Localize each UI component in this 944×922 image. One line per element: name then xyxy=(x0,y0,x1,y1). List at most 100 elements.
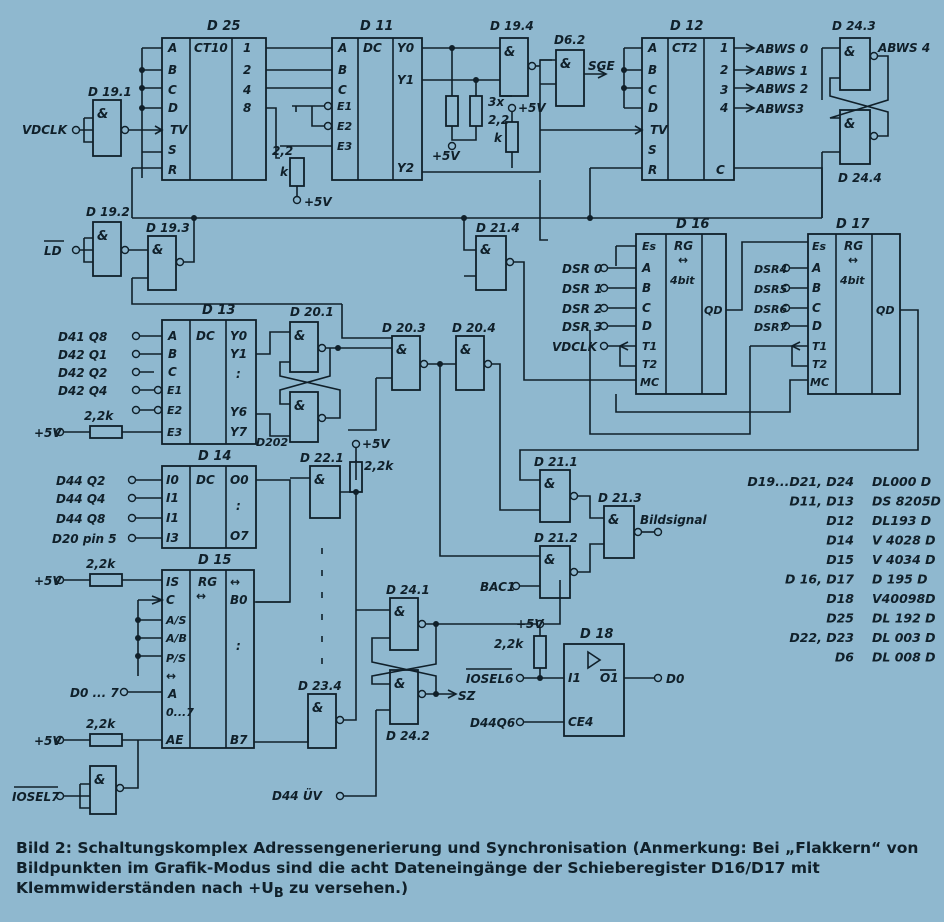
gate-d22-1: D 22.1 & xyxy=(300,451,344,519)
gate-d19-4: D 19.4 & xyxy=(490,19,537,97)
chip-d25: D 25 CT10 AB CD TVS R 12 48 xyxy=(161,19,267,181)
svg-text:&: & xyxy=(94,773,105,788)
svg-text:C: C xyxy=(812,301,821,315)
svg-text:Y6: Y6 xyxy=(230,405,247,419)
signal-iosel6: IOSEL6 xyxy=(466,672,514,686)
svg-text:I1: I1 xyxy=(166,491,179,505)
svg-text:MC: MC xyxy=(810,376,829,389)
parts-list-ref: D22, D23 xyxy=(789,630,854,645)
gate-d24-1-label: D 24.1 xyxy=(386,583,430,597)
svg-text:T1: T1 xyxy=(642,340,657,353)
svg-text:+5V: +5V xyxy=(34,426,63,440)
signal-d44uv: D44 ÜV xyxy=(272,788,324,803)
svg-text:I0: I0 xyxy=(166,473,179,487)
svg-text:&: & xyxy=(314,473,325,488)
svg-text:2,2k: 2,2k xyxy=(364,459,394,473)
svg-text:I1: I1 xyxy=(568,671,581,685)
svg-text:E1: E1 xyxy=(167,384,182,397)
gate-d19-3: D 19.3 & xyxy=(146,221,190,291)
svg-text:Y1: Y1 xyxy=(230,347,247,361)
parts-list-type: V40098D xyxy=(872,591,936,606)
svg-text:D: D xyxy=(812,319,822,333)
svg-text:&: & xyxy=(544,553,555,568)
svg-text:C: C xyxy=(168,365,177,379)
signal-d42q4: D42 Q4 xyxy=(58,384,107,398)
parts-list-type: DS 8205D xyxy=(872,494,941,509)
svg-text:8: 8 xyxy=(243,101,251,115)
svg-text:I3: I3 xyxy=(166,531,179,545)
signal-d44q8: D44 Q8 xyxy=(56,512,105,526)
parts-list-ref: D 16, D17 xyxy=(785,572,854,587)
svg-text:+5V: +5V xyxy=(432,149,461,163)
gate-d21-3-label: D 21.3 xyxy=(598,491,642,505)
svg-text:↔: ↔ xyxy=(678,253,688,267)
parts-list-ref: D6 xyxy=(835,650,854,665)
signal-ld: LD xyxy=(44,244,62,258)
svg-text:&: & xyxy=(460,343,471,358)
chip-d15-label: D 15 xyxy=(198,553,231,568)
svg-text:A: A xyxy=(337,41,347,55)
svg-text:A/S: A/S xyxy=(165,614,187,627)
svg-text:1: 1 xyxy=(243,41,251,55)
svg-text:B: B xyxy=(648,63,657,77)
parts-list-type: V 4028 D xyxy=(872,533,936,548)
gate-d19-1: D 19.1 & xyxy=(88,85,132,157)
svg-text:Y0: Y0 xyxy=(397,41,414,55)
svg-text:&: & xyxy=(312,701,323,716)
svg-text:&: & xyxy=(844,45,855,60)
svg-text:2,2k: 2,2k xyxy=(86,557,116,571)
parts-list-type: D 195 D xyxy=(872,572,928,587)
parts-list-type: DL 008 D xyxy=(872,650,936,665)
svg-text:4: 4 xyxy=(719,101,728,115)
svg-text:E3: E3 xyxy=(167,426,183,439)
parts-list-type: DL000 D xyxy=(872,474,931,489)
gate-d22-1-label: D 22.1 xyxy=(300,451,344,465)
caption-title: Schaltungskomplex Adressengenerierung un… xyxy=(77,839,628,857)
svg-text:4: 4 xyxy=(242,83,251,97)
svg-text:2,2k: 2,2k xyxy=(494,637,524,651)
parts-list-ref: D15 xyxy=(826,552,854,567)
svg-text:+5V: +5V xyxy=(516,617,545,631)
gate-d21-2: D 21.2 & xyxy=(534,531,579,599)
signal-bac1: BAC1 xyxy=(480,580,515,594)
svg-text:Es: Es xyxy=(642,240,657,253)
chip-d12-label: D 12 xyxy=(670,19,703,34)
svg-text:S: S xyxy=(648,143,657,157)
svg-text:O7: O7 xyxy=(230,529,249,543)
svg-text:+5V: +5V xyxy=(34,734,63,748)
parts-list-type: DL193 D xyxy=(872,513,931,528)
svg-text:VDCLK: VDCLK xyxy=(552,340,599,354)
gate-d24-1: D 24.1 & xyxy=(386,583,430,651)
svg-text:I1: I1 xyxy=(166,511,179,525)
signal-d42q2: D42 Q2 xyxy=(58,366,107,380)
gate-d21-1-label: D 21.1 xyxy=(534,455,578,469)
svg-text:E3: E3 xyxy=(337,140,353,153)
svg-text:&: & xyxy=(97,107,108,122)
svg-text:TV: TV xyxy=(170,123,189,137)
svg-text:0...7: 0...7 xyxy=(166,706,194,719)
gate-d19-2-label: D 19.2 xyxy=(86,205,130,219)
svg-text:D: D xyxy=(648,101,658,115)
gate-d20-2: D202 & xyxy=(256,391,327,449)
parts-list-ref: D25 xyxy=(826,611,854,626)
svg-text:C: C xyxy=(648,83,657,97)
svg-text:TV: TV xyxy=(650,123,669,137)
parts-list-type: DL 192 D xyxy=(872,611,936,626)
svg-text:A: A xyxy=(167,41,177,55)
svg-text:+5V: +5V xyxy=(34,574,63,588)
chip-d13-label: D 13 xyxy=(202,303,235,318)
svg-text:2,2: 2,2 xyxy=(488,113,509,127)
signal-sge: SGE xyxy=(588,59,615,73)
svg-text:D: D xyxy=(642,319,652,333)
svg-text:E1: E1 xyxy=(337,100,352,113)
caption-end: zu versehen.) xyxy=(283,879,409,897)
svg-text:A: A xyxy=(167,329,177,343)
svg-text:Y7: Y7 xyxy=(230,425,248,439)
gate-d24-3-label: D 24.3 xyxy=(832,19,876,33)
svg-text:A/B: A/B xyxy=(165,632,187,645)
gate-d19-2: D 19.2 & xyxy=(86,205,130,277)
chip-d12: D 12 CT2 AB CD TVS R 12 34 C xyxy=(641,19,735,181)
